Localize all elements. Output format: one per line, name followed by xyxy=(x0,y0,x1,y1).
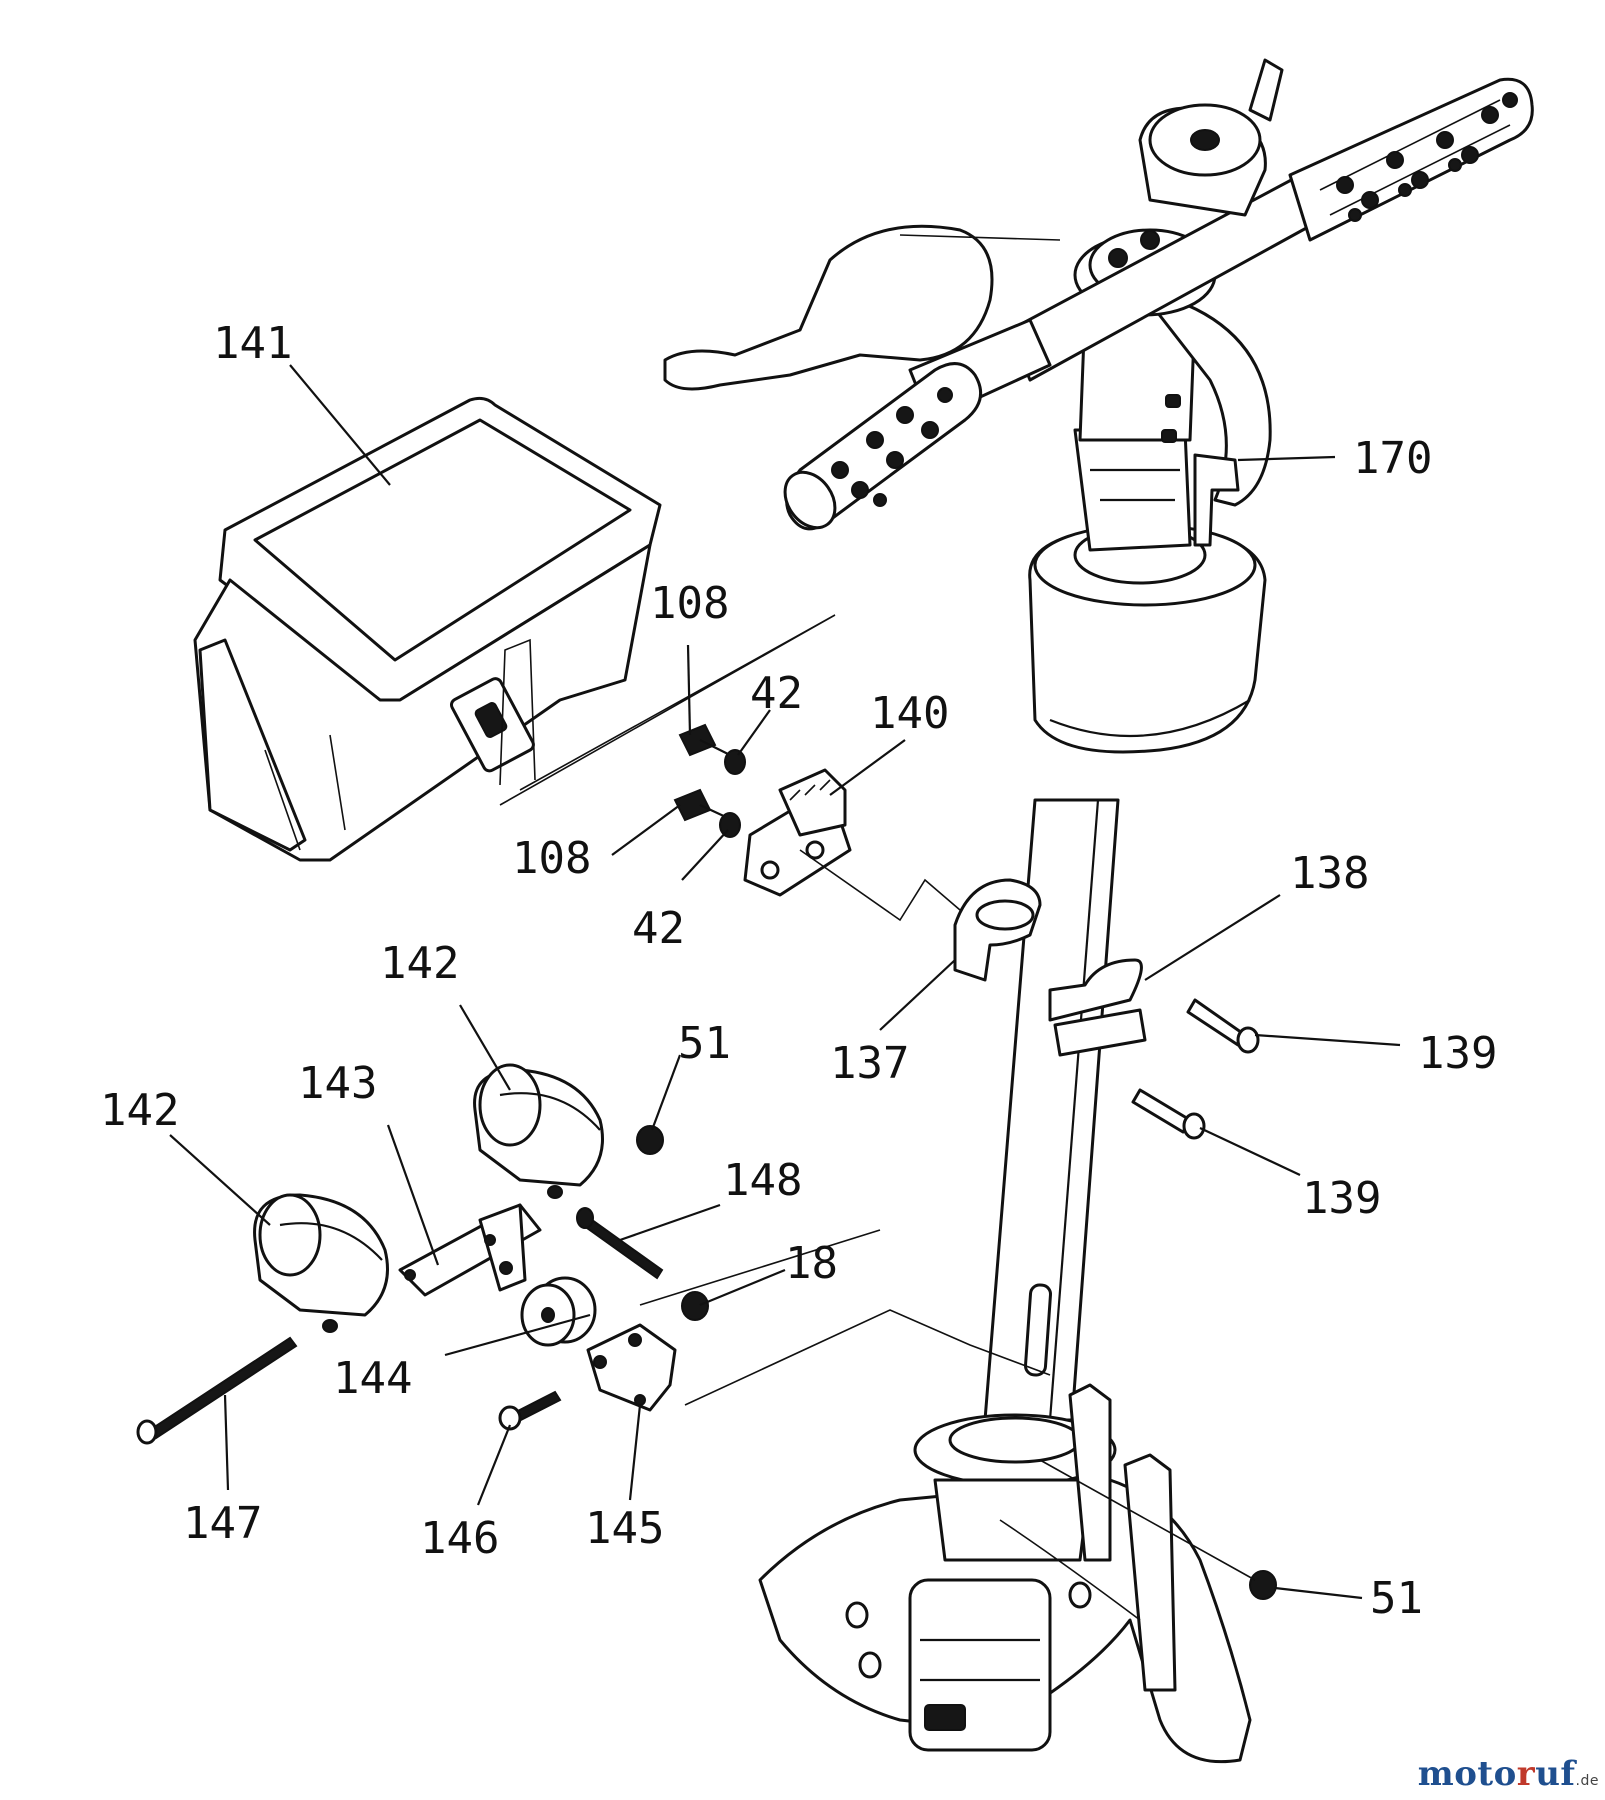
callout-18: 18 xyxy=(785,1238,838,1289)
display-unit xyxy=(193,396,662,862)
bolts-139 xyxy=(1131,998,1260,1140)
callout-146: 146 xyxy=(420,1513,499,1564)
leader-lines xyxy=(169,364,1401,1600)
small-parts xyxy=(136,1125,1277,1600)
callout-145: 145 xyxy=(585,1503,664,1554)
steering-column xyxy=(983,228,1272,1422)
callout-142-upper: 142 xyxy=(380,938,459,989)
callout-51-upper: 51 xyxy=(678,1018,731,1069)
callout-140: 140 xyxy=(870,688,949,739)
light-holder xyxy=(398,1203,542,1297)
callout-42-bottom: 42 xyxy=(632,903,685,954)
lower-fork xyxy=(758,1383,1252,1764)
spacer-roller xyxy=(520,1276,597,1347)
handlebar xyxy=(663,58,1534,531)
callout-143: 143 xyxy=(298,1058,377,1109)
callout-147: 147 xyxy=(183,1498,262,1549)
callout-170: 170 xyxy=(1353,433,1432,484)
watermark-part-2: r xyxy=(1516,1754,1536,1794)
callout-108-top: 108 xyxy=(650,578,729,629)
headlight-upper xyxy=(473,1063,604,1199)
callout-108-bottom: 108 xyxy=(512,833,591,884)
headlight-lower xyxy=(253,1193,389,1333)
callout-138: 138 xyxy=(1290,848,1369,899)
split-clamps xyxy=(953,878,1147,1057)
mount-bracket xyxy=(743,768,852,897)
nut-mount-block xyxy=(586,1323,677,1412)
callout-141: 141 xyxy=(213,318,292,369)
callout-labels: 141 170 108 42 140 108 42 138 142 137 13… xyxy=(100,318,1497,1624)
watermark-part-3: uf xyxy=(1535,1754,1576,1794)
watermark-part-1: moto xyxy=(1417,1754,1517,1794)
callout-137: 137 xyxy=(830,1038,909,1089)
callout-139-lower: 139 xyxy=(1302,1173,1381,1224)
callout-144: 144 xyxy=(333,1353,412,1404)
callout-42-top: 42 xyxy=(750,668,803,719)
watermark-suffix: .de xyxy=(1575,1773,1599,1789)
callout-139-upper: 139 xyxy=(1418,1028,1497,1079)
screws-108-42 xyxy=(673,723,746,838)
callout-142-lower: 142 xyxy=(100,1085,179,1136)
callout-51-lower: 51 xyxy=(1370,1573,1423,1624)
callout-148: 148 xyxy=(723,1155,802,1206)
